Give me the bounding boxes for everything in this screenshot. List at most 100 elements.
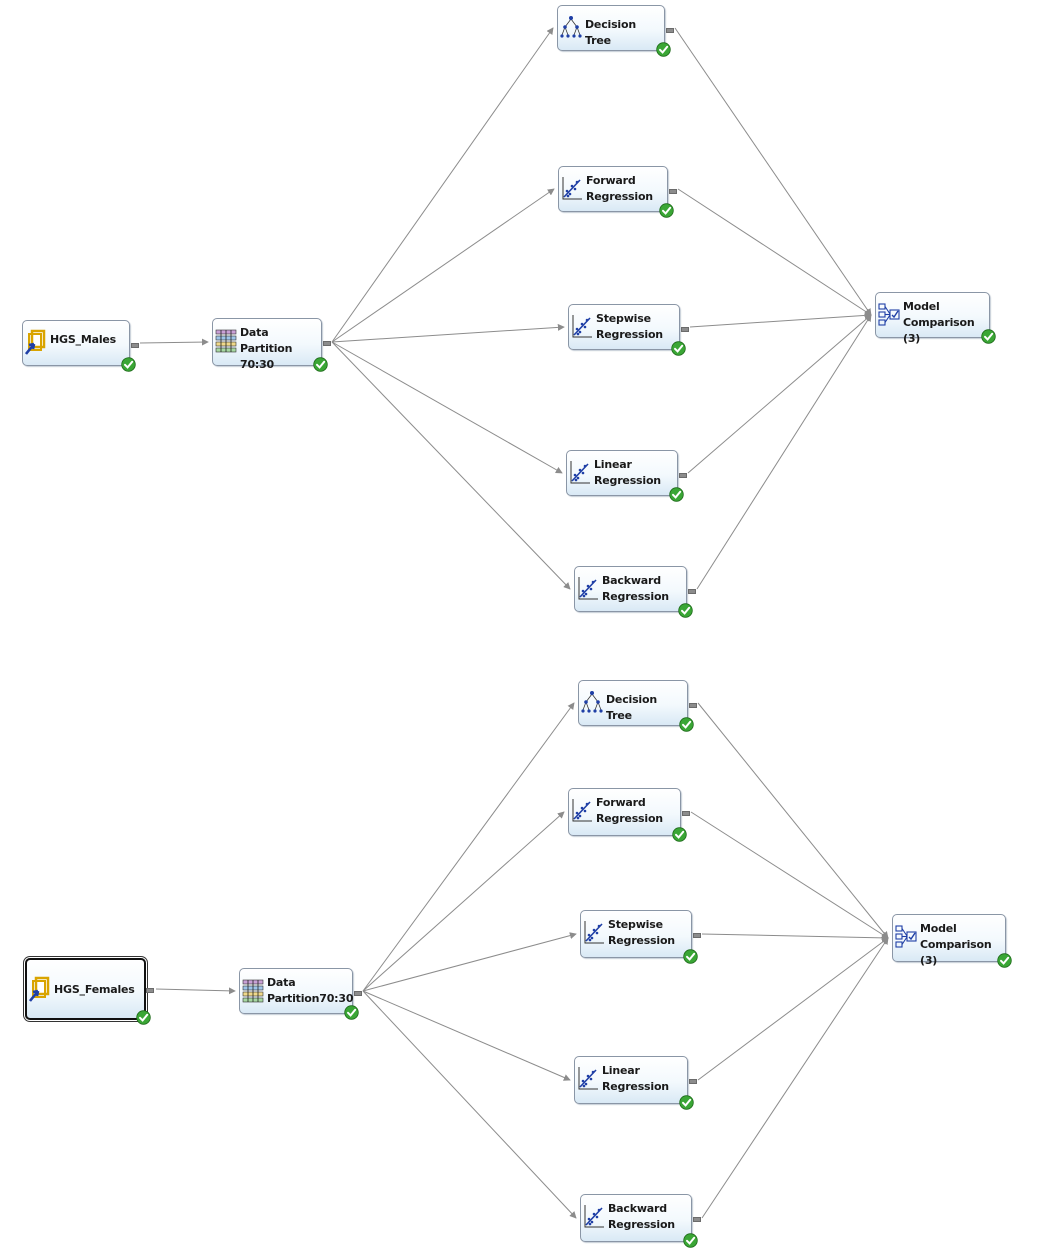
completed-check-icon: [997, 953, 1012, 968]
regression-icon: [583, 1203, 605, 1229]
node-linear-regression-females[interactable]: Linear Regression: [574, 1056, 697, 1110]
node-hgs-females[interactable]: HGS_Females: [25, 958, 154, 1025]
node-decision-tree-males[interactable]: Decision Tree: [557, 5, 674, 57]
connector-m-fwd-to-m-comp[interactable]: [677, 188, 872, 316]
node-data-partition-males[interactable]: Data Partition 70:30: [212, 318, 331, 372]
node-label: Model Comparison (3): [903, 300, 975, 345]
data-partition-icon: [215, 327, 237, 353]
node-hgs-males[interactable]: HGS_Males: [22, 320, 139, 372]
connector-m-step-to-m-comp[interactable]: [689, 311, 872, 328]
node-label: HGS_Males: [50, 333, 117, 346]
node-label: Stepwise Regression: [596, 312, 663, 341]
completed-check-icon: [344, 1005, 359, 1020]
data-source-icon: [29, 976, 51, 1002]
connector-m-back-to-m-comp[interactable]: [696, 314, 872, 590]
output-port[interactable]: [146, 988, 154, 993]
connector-f-lin-to-f-comp[interactable]: [697, 937, 889, 1081]
connector-m-hgs-to-m-part[interactable]: [139, 338, 209, 346]
connector-m-lin-to-m-comp[interactable]: [687, 314, 872, 474]
node-data-partition-females[interactable]: Data Partition70:30: [239, 968, 362, 1020]
data-partition-icon: [242, 977, 264, 1003]
connector-f-part-to-f-fwd[interactable]: [362, 811, 565, 992]
output-port[interactable]: [689, 703, 697, 708]
completed-check-icon: [672, 827, 687, 842]
output-port[interactable]: [131, 343, 139, 348]
decision-tree-icon: [560, 14, 582, 40]
connector-m-tree-to-m-comp[interactable]: [674, 27, 872, 316]
connector-m-part-to-m-fwd[interactable]: [331, 188, 555, 343]
connector-m-part-to-m-back[interactable]: [331, 341, 571, 590]
output-port[interactable]: [693, 933, 701, 938]
model-comparison-icon: [895, 923, 917, 949]
regression-icon: [569, 459, 591, 485]
node-backward-regression-females[interactable]: Backward Regression: [580, 1194, 701, 1248]
node-stepwise-regression-females[interactable]: Stepwise Regression: [580, 910, 701, 964]
connector-f-part-to-f-step[interactable]: [362, 932, 577, 992]
regression-icon: [577, 1065, 599, 1091]
completed-check-icon: [683, 949, 698, 964]
completed-check-icon: [671, 341, 686, 356]
output-port[interactable]: [693, 1217, 701, 1222]
regression-icon: [561, 175, 583, 201]
node-label: Linear Regression: [594, 458, 661, 487]
completed-check-icon: [678, 603, 693, 618]
node-model-comparison-females[interactable]: Model Comparison (3): [892, 914, 1012, 968]
node-label: Forward Regression: [596, 796, 663, 825]
node-label: Backward Regression: [608, 1202, 675, 1231]
connector-f-step-to-f-comp[interactable]: [701, 933, 889, 942]
node-label: Model Comparison (3): [920, 922, 992, 967]
connector-m-part-to-m-tree[interactable]: [331, 27, 554, 343]
node-label: Linear Regression: [602, 1064, 669, 1093]
connector-m-part-to-m-lin[interactable]: [331, 341, 563, 474]
completed-check-icon: [683, 1233, 698, 1248]
node-label: Data Partition 70:30: [240, 326, 293, 371]
node-label: Stepwise Regression: [608, 918, 675, 947]
connector-f-part-to-f-lin[interactable]: [362, 990, 571, 1081]
regression-icon: [571, 313, 593, 339]
node-label: HGS_Females: [54, 983, 135, 996]
connector-m-part-to-m-step[interactable]: [331, 323, 565, 343]
output-port[interactable]: [689, 1079, 697, 1084]
completed-check-icon: [669, 487, 684, 502]
connector-f-tree-to-f-comp[interactable]: [697, 702, 889, 939]
node-label: Decision Tree: [606, 693, 657, 722]
node-label: Backward Regression: [602, 574, 669, 603]
completed-check-icon: [679, 1095, 694, 1110]
node-decision-tree-females[interactable]: Decision Tree: [578, 680, 697, 732]
node-label: Data Partition70:30: [267, 976, 354, 1005]
node-model-comparison-males[interactable]: Model Comparison (3): [875, 292, 996, 345]
completed-check-icon: [136, 1010, 151, 1025]
regression-icon: [583, 919, 605, 945]
model-comparison-icon: [878, 301, 900, 327]
completed-check-icon: [981, 329, 996, 344]
node-forward-regression-males[interactable]: Forward Regression: [558, 166, 677, 218]
completed-check-icon: [656, 42, 671, 57]
output-port[interactable]: [679, 473, 687, 478]
connector-f-part-to-f-tree[interactable]: [362, 702, 575, 992]
data-source-icon: [25, 329, 47, 355]
output-port[interactable]: [688, 589, 696, 594]
regression-icon: [571, 797, 593, 823]
output-port[interactable]: [681, 327, 689, 332]
completed-check-icon: [121, 357, 136, 372]
output-port[interactable]: [354, 991, 362, 996]
node-linear-regression-males[interactable]: Linear Regression: [566, 450, 687, 502]
decision-tree-icon: [581, 689, 603, 715]
node-label: Forward Regression: [586, 174, 653, 203]
connector-f-hgs-to-f-part[interactable]: [155, 987, 236, 995]
node-label: Decision Tree: [585, 18, 636, 47]
node-backward-regression-males[interactable]: Backward Regression: [574, 566, 696, 618]
connector-f-part-to-f-back[interactable]: [362, 990, 577, 1219]
output-port[interactable]: [666, 28, 674, 33]
completed-check-icon: [679, 717, 694, 732]
output-port[interactable]: [323, 341, 331, 346]
connector-f-back-to-f-comp[interactable]: [701, 937, 889, 1219]
output-port[interactable]: [669, 189, 677, 194]
completed-check-icon: [313, 357, 328, 372]
node-forward-regression-females[interactable]: Forward Regression: [568, 788, 690, 842]
node-stepwise-regression-males[interactable]: Stepwise Regression: [568, 304, 689, 356]
output-port[interactable]: [682, 811, 690, 816]
connector-f-fwd-to-f-comp[interactable]: [690, 811, 889, 939]
completed-check-icon: [659, 203, 674, 218]
